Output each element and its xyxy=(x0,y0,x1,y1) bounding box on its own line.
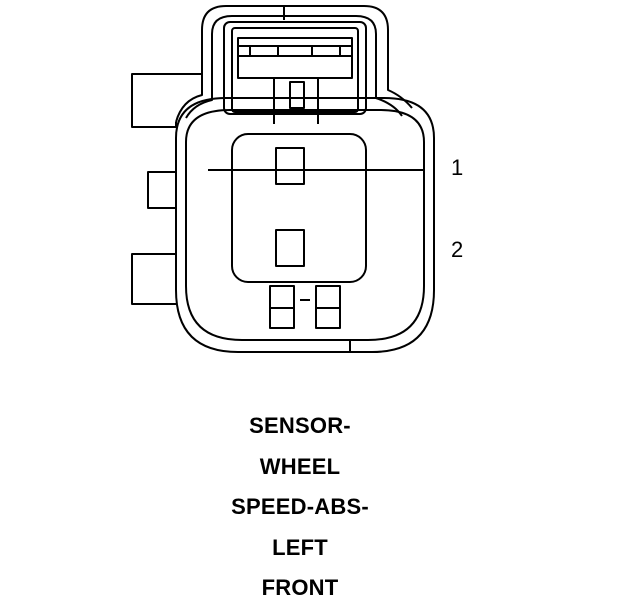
caption-line-5: FRONT xyxy=(261,575,339,600)
caption-line-3: SPEED-ABS- xyxy=(231,494,369,519)
caption-line-4: LEFT xyxy=(272,534,328,560)
pin-2-cavity xyxy=(275,229,305,267)
pin-2-label: 2 xyxy=(451,237,464,262)
connector-name: SENSOR- WHEEL SPEED-ABS- LEFT FRONT xyxy=(0,406,600,609)
caption-line-1: SENSOR- xyxy=(249,413,351,438)
pin-1-cavity xyxy=(275,147,305,185)
latch-window xyxy=(289,81,305,109)
latch-tower xyxy=(175,5,413,124)
side-tabs xyxy=(131,73,202,305)
cavity-block xyxy=(231,133,367,283)
pin-1-label: 1 xyxy=(451,155,464,180)
bottom-locks xyxy=(269,285,341,329)
caption-line-2: WHEEL xyxy=(259,453,341,479)
connector-housing xyxy=(175,97,435,353)
